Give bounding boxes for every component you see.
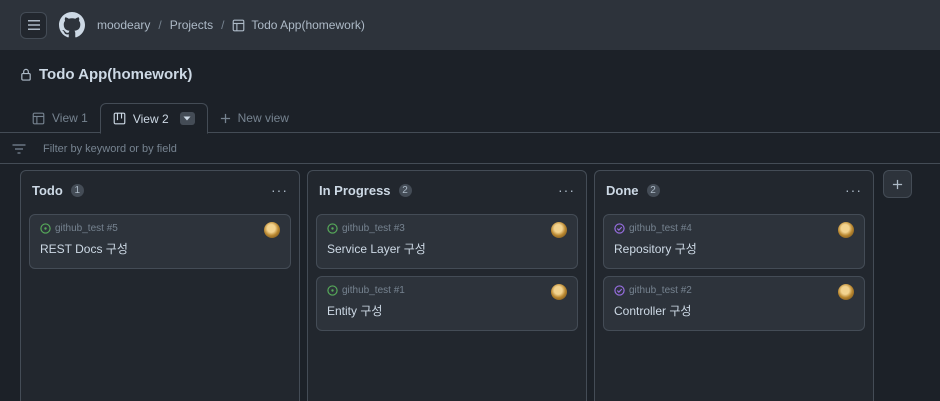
card-title[interactable]: Repository 구성 bbox=[614, 242, 697, 256]
breadcrumb-current-project[interactable]: Todo App(homework) bbox=[232, 18, 365, 32]
project-title: Todo App(homework) bbox=[20, 66, 192, 83]
new-view-label: New view bbox=[237, 111, 289, 125]
avatar[interactable] bbox=[838, 222, 854, 238]
table-icon bbox=[233, 19, 245, 31]
avatar[interactable] bbox=[264, 222, 280, 238]
column-more-options-icon[interactable]: ··· bbox=[271, 182, 288, 198]
card-meta: github_test #3 bbox=[327, 223, 567, 234]
hamburger-icon bbox=[27, 20, 40, 30]
filter-input-placeholder[interactable]: Filter by keyword or by field bbox=[43, 142, 177, 155]
breadcrumb-owner-link[interactable]: moodeary bbox=[97, 18, 151, 32]
column-count-badge: 2 bbox=[646, 183, 660, 197]
breadcrumb: moodeary / Projects / Todo App(homework) bbox=[97, 18, 365, 32]
avatar[interactable] bbox=[838, 284, 854, 300]
filter-icon bbox=[12, 143, 26, 154]
card-meta: github_test #2 bbox=[614, 285, 854, 296]
breadcrumb-projects-link[interactable]: Projects bbox=[169, 18, 214, 32]
tab-view-2-label: View 2 bbox=[132, 111, 169, 126]
project-title-text: Todo App(homework) bbox=[39, 66, 193, 83]
github-logo-icon[interactable] bbox=[59, 12, 85, 38]
column-count-badge: 1 bbox=[70, 183, 84, 197]
breadcrumb-separator: / bbox=[221, 18, 225, 32]
plus-icon bbox=[892, 179, 903, 189]
column-more-options-icon[interactable]: ··· bbox=[558, 182, 575, 198]
card-ref: github_test #2 bbox=[629, 285, 692, 296]
add-column-button[interactable] bbox=[883, 170, 912, 198]
column-header: Todo 1 ··· bbox=[29, 179, 291, 201]
view-tabs: View 1 View 2 New view bbox=[20, 103, 301, 134]
tab-options-dropdown[interactable] bbox=[179, 112, 195, 125]
card-title[interactable]: Service Layer 구성 bbox=[327, 242, 426, 256]
column-header: In Progress 2 ··· bbox=[316, 179, 578, 201]
column-todo: Todo 1 ··· github_test #5 REST Docs 구성 bbox=[20, 170, 300, 401]
card-ref: github_test #1 bbox=[342, 285, 405, 296]
filter-bar[interactable]: Filter by keyword or by field bbox=[0, 134, 940, 164]
board-icon bbox=[113, 112, 126, 125]
column-header: Done 2 ··· bbox=[603, 179, 865, 201]
avatar[interactable] bbox=[551, 284, 567, 300]
avatar[interactable] bbox=[551, 222, 567, 238]
card-ref: github_test #4 bbox=[629, 223, 692, 234]
tab-view-1-label: View 1 bbox=[52, 111, 88, 125]
card-meta: github_test #1 bbox=[327, 285, 567, 296]
tab-view-2[interactable]: View 2 bbox=[99, 103, 208, 134]
card-title[interactable]: Entity 구성 bbox=[327, 304, 383, 318]
issue-closed-icon bbox=[614, 223, 625, 234]
issue-open-icon bbox=[327, 223, 338, 234]
new-view-button[interactable]: New view bbox=[208, 103, 301, 133]
item-card[interactable]: github_test #3 Service Layer 구성 bbox=[316, 214, 578, 269]
table-icon bbox=[32, 112, 45, 124]
column-title: In Progress bbox=[319, 182, 391, 198]
breadcrumb-current-label: Todo App(homework) bbox=[251, 18, 365, 32]
column-title: Todo bbox=[32, 182, 63, 198]
triangle-down-icon bbox=[183, 116, 191, 121]
column-title: Done bbox=[606, 182, 639, 198]
breadcrumb-separator: / bbox=[158, 18, 162, 32]
plus-icon bbox=[220, 113, 230, 123]
card-ref: github_test #5 bbox=[55, 223, 118, 234]
card-ref: github_test #3 bbox=[342, 223, 405, 234]
hamburger-menu-button[interactable] bbox=[20, 11, 47, 39]
item-card[interactable]: github_test #2 Controller 구성 bbox=[603, 276, 865, 331]
column-done: Done 2 ··· github_test #4 Repository 구성 bbox=[594, 170, 874, 401]
project-header: Todo App(homework) View 1 View 2 bbox=[0, 50, 940, 134]
card-title[interactable]: Controller 구성 bbox=[614, 304, 692, 318]
item-card[interactable]: github_test #4 Repository 구성 bbox=[603, 214, 865, 269]
issue-open-icon bbox=[327, 285, 338, 296]
card-meta: github_test #5 bbox=[40, 223, 280, 234]
card-title[interactable]: REST Docs 구성 bbox=[40, 242, 128, 256]
issue-closed-icon bbox=[614, 285, 625, 296]
item-card[interactable]: github_test #1 Entity 구성 bbox=[316, 276, 578, 331]
item-card[interactable]: github_test #5 REST Docs 구성 bbox=[29, 214, 291, 269]
lock-icon bbox=[21, 68, 31, 81]
column-in-progress: In Progress 2 ··· github_test #3 Service… bbox=[307, 170, 587, 401]
card-meta: github_test #4 bbox=[614, 223, 854, 234]
issue-open-icon bbox=[40, 223, 51, 234]
board: Todo 1 ··· github_test #5 REST Docs 구성 I… bbox=[20, 170, 912, 401]
column-count-badge: 2 bbox=[398, 183, 412, 197]
tab-view-1[interactable]: View 1 bbox=[20, 103, 100, 133]
top-bar: moodeary / Projects / Todo App(homework) bbox=[0, 0, 940, 50]
column-more-options-icon[interactable]: ··· bbox=[845, 182, 862, 198]
